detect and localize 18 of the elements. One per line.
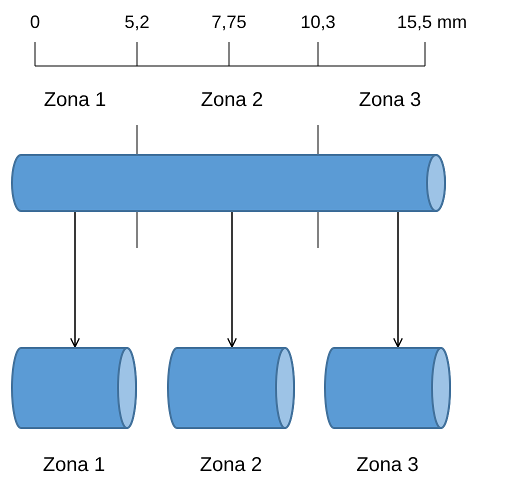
cylinder-shape — [325, 348, 450, 428]
cylinder-shape — [168, 348, 294, 428]
scale-label: 15,5 mm — [397, 11, 468, 33]
zone-label: Zona 3 — [356, 454, 419, 476]
scale-label: 5,2 — [124, 11, 150, 33]
zone-label: Zona 2 — [200, 89, 264, 111]
zone-label: Zona 1 — [42, 454, 106, 476]
zone-label: Zona 3 — [358, 89, 422, 111]
zone-label: Zona 1 — [44, 89, 106, 111]
zone-label: Zona 2 — [200, 454, 262, 476]
cylinder-shape — [12, 155, 445, 211]
scale-label: 10,3 — [300, 11, 336, 33]
scale-label: 7,75 — [211, 11, 247, 33]
arrow — [70, 212, 80, 348]
arrow — [392, 212, 404, 348]
arrow — [226, 212, 238, 348]
scale-label: 0 — [30, 11, 40, 33]
cylinder-shape — [12, 348, 136, 428]
